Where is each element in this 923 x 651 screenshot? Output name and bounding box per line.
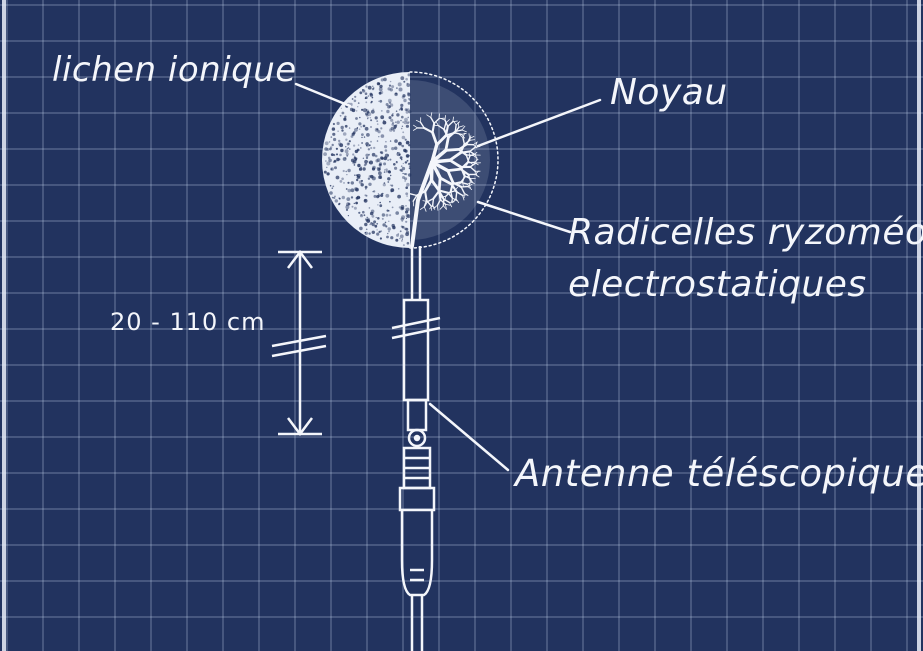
- label-antenne-telescopique: Antenne téléscopique: [515, 452, 923, 495]
- leader-noyau: [478, 100, 600, 146]
- lichen-sphere: [322, 72, 490, 248]
- label-noyau: Noyau: [610, 72, 728, 113]
- leader-antenne: [430, 404, 508, 470]
- label-radicelles-line2: electrostatiques: [568, 264, 867, 305]
- dimension-arrow: [272, 252, 326, 434]
- label-lichen-ionique: lichen ionique: [52, 50, 297, 90]
- leader-lichen: [296, 84, 350, 106]
- leader-radicelles: [478, 202, 570, 232]
- label-radicelles-line1: Radicelles ryzoméo-: [568, 212, 923, 253]
- telescopic-antenna: [392, 246, 440, 651]
- label-dimension: 20 - 110 cm: [110, 308, 265, 336]
